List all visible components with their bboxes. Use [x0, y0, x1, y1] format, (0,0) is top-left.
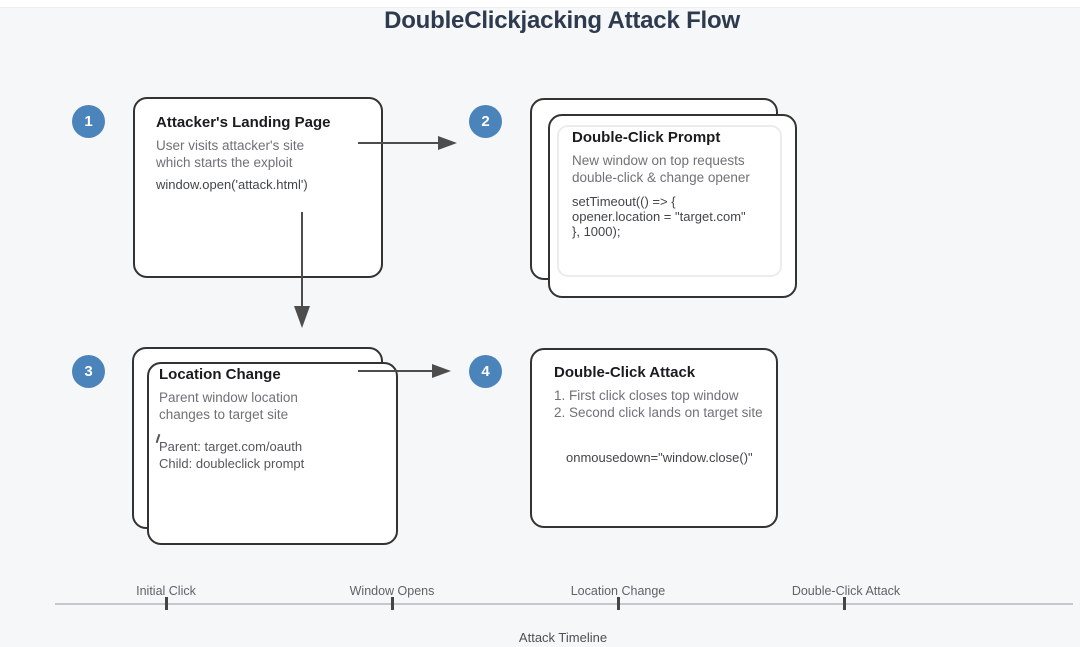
top-bar — [0, 0, 1080, 8]
step-3-card: Location Change Parent window location c… — [147, 362, 398, 545]
step-3-description: Parent window location changes to target… — [159, 389, 396, 423]
step-2-inner-window — [557, 125, 782, 277]
page-title: DoubleClickjacking Attack Flow — [384, 7, 740, 34]
timeline-tick-1 — [165, 597, 168, 610]
step-4-desc-line-2: 2. Second click lands on target site — [554, 405, 763, 420]
step-1-title: Attacker's Landing Page — [156, 114, 331, 131]
step-2-desc-line-1: New window on top requests — [572, 153, 745, 168]
step-1-badge: 1 — [72, 105, 105, 138]
timeline-tick-3 — [617, 597, 620, 610]
step-3-detail: Parent: target.com/oauth Child: doublecl… — [155, 433, 396, 472]
timeline-axis — [55, 603, 1073, 605]
arrow-step1-to-step3 — [294, 212, 310, 328]
step-4-card: Double-Click Attack 1. First click close… — [530, 348, 778, 528]
step-1-desc-line-2: which starts the exploit — [156, 155, 293, 170]
timeline-caption: Attack Timeline — [518, 630, 608, 645]
step-2-code: setTimeout(() => { opener.location = "ta… — [572, 194, 795, 239]
step-2-code-line-2: opener.location = "target.com" — [572, 209, 746, 224]
arrow-step3-to-step4 — [358, 364, 451, 378]
step-4-title: Double-Click Attack — [554, 364, 696, 381]
step-2-code-line-3: }, 1000); — [572, 224, 621, 239]
step-3-desc-line-2: changes to target site — [159, 407, 289, 422]
step-2-badge: 2 — [469, 105, 502, 138]
step-3-detail-line-2: Child: doubleclick prompt — [159, 456, 305, 471]
step-3-detail-line-1: Parent: target.com/oauth — [159, 439, 303, 454]
timeline-milestone-3: Location Change — [570, 584, 666, 598]
step-2-desc-line-2: double-click & change opener — [572, 170, 750, 185]
step-1-code-line-1: window.open('attack.html') — [156, 177, 308, 192]
timeline-milestone-1: Initial Click — [136, 584, 196, 598]
step-1-desc-line-1: User visits attacker's site — [156, 138, 305, 153]
step-1-description: User visits attacker's site which starts… — [156, 137, 363, 171]
step-3-badge: 3 — [72, 355, 105, 388]
step-4-badge: 4 — [469, 355, 502, 388]
step-2-title: Double-Click Prompt — [572, 129, 721, 146]
step-4-description: 1. First click closes top window 2. Seco… — [554, 387, 776, 421]
timeline-milestone-4: Double-Click Attack — [791, 584, 901, 598]
step-3-title: Location Change — [159, 366, 281, 383]
step-4-code-line-1: onmousedown="window.close()" — [566, 450, 753, 465]
timeline-milestone-2: Window Opens — [349, 584, 435, 598]
timeline-tick-2 — [391, 597, 394, 610]
step-2-code-line-1: setTimeout(() => { — [572, 194, 676, 209]
step-1-card: Attacker's Landing Page User visits atta… — [133, 97, 383, 278]
arrow-step1-to-step2 — [358, 136, 457, 150]
step-4-code: onmousedown="window.close()" — [566, 450, 776, 465]
step-1-code: window.open('attack.html') — [156, 177, 363, 192]
step-4-desc-line-1: 1. First click closes top window — [554, 388, 739, 403]
step-2-content: Double-Click Prompt New window on top re… — [550, 116, 795, 239]
step-3-desc-line-1: Parent window location — [159, 390, 298, 405]
step-2-description: New window on top requests double-click … — [572, 152, 795, 186]
timeline-tick-4 — [843, 597, 846, 610]
step-2-card: Double-Click Prompt New window on top re… — [548, 114, 797, 298]
